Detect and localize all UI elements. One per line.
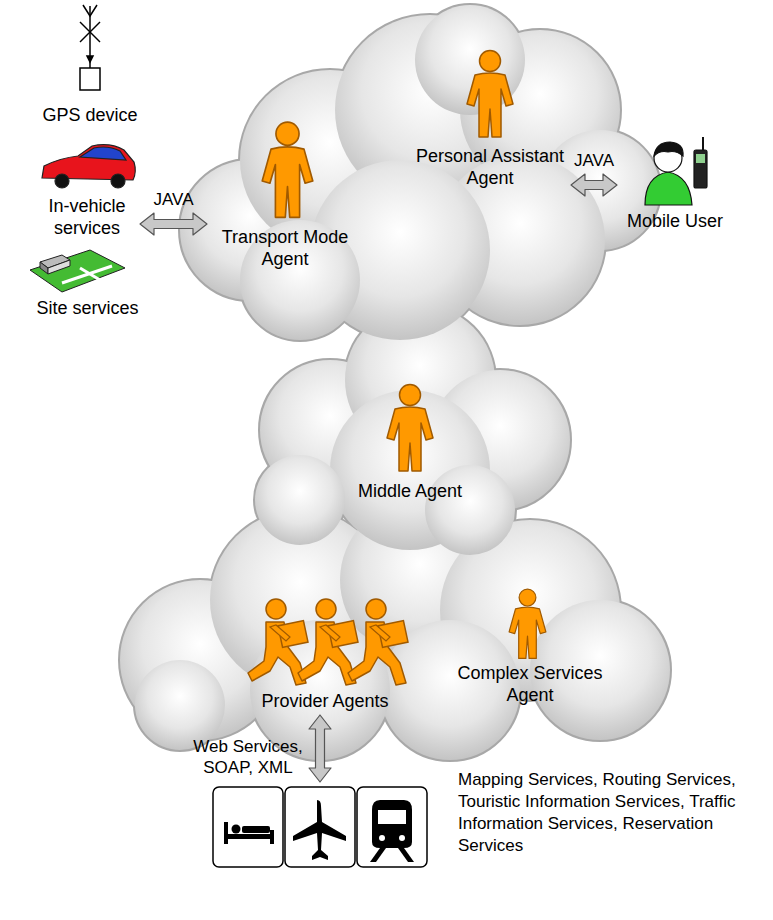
- node-label: Transport Mode Agent: [210, 226, 360, 270]
- agent-figure: Complex Services Agent: [450, 588, 610, 706]
- node-label: Mobile User: [620, 210, 730, 232]
- edge-label: Web Services, SOAP, XML: [183, 736, 313, 778]
- double-arrow: [571, 174, 617, 196]
- service-icons: Mapping Services, Routing Services, Tour…: [212, 785, 428, 869]
- agent-figure: Personal Assistant Agent: [412, 45, 568, 189]
- edge-label: JAVA: [574, 150, 614, 171]
- service-list: Mapping Services, Routing Services, Tour…: [458, 769, 763, 857]
- agent-group: Provider Agents: [225, 590, 425, 712]
- vehicle-service: In-vehicle services: [37, 140, 137, 239]
- node-label: Site services: [25, 297, 150, 319]
- node-label: GPS device: [40, 104, 140, 126]
- node-label: Personal Assistant Agent: [412, 145, 568, 189]
- node-label: Complex Services Agent: [450, 662, 610, 706]
- node-label: Middle Agent: [340, 480, 480, 502]
- node-label: In-vehicle services: [37, 195, 137, 239]
- agent-figure: Middle Agent: [340, 380, 480, 502]
- double-arrow: [140, 213, 207, 235]
- edge-label: JAVA: [154, 189, 194, 210]
- mobile-user: Mobile User: [620, 130, 730, 232]
- agent-figure: Transport Mode Agent: [210, 118, 360, 270]
- double-arrow: [309, 715, 331, 782]
- node-label: Provider Agents: [225, 690, 425, 712]
- site-service: Site services: [25, 245, 150, 319]
- gps-device: GPS device: [40, 4, 140, 126]
